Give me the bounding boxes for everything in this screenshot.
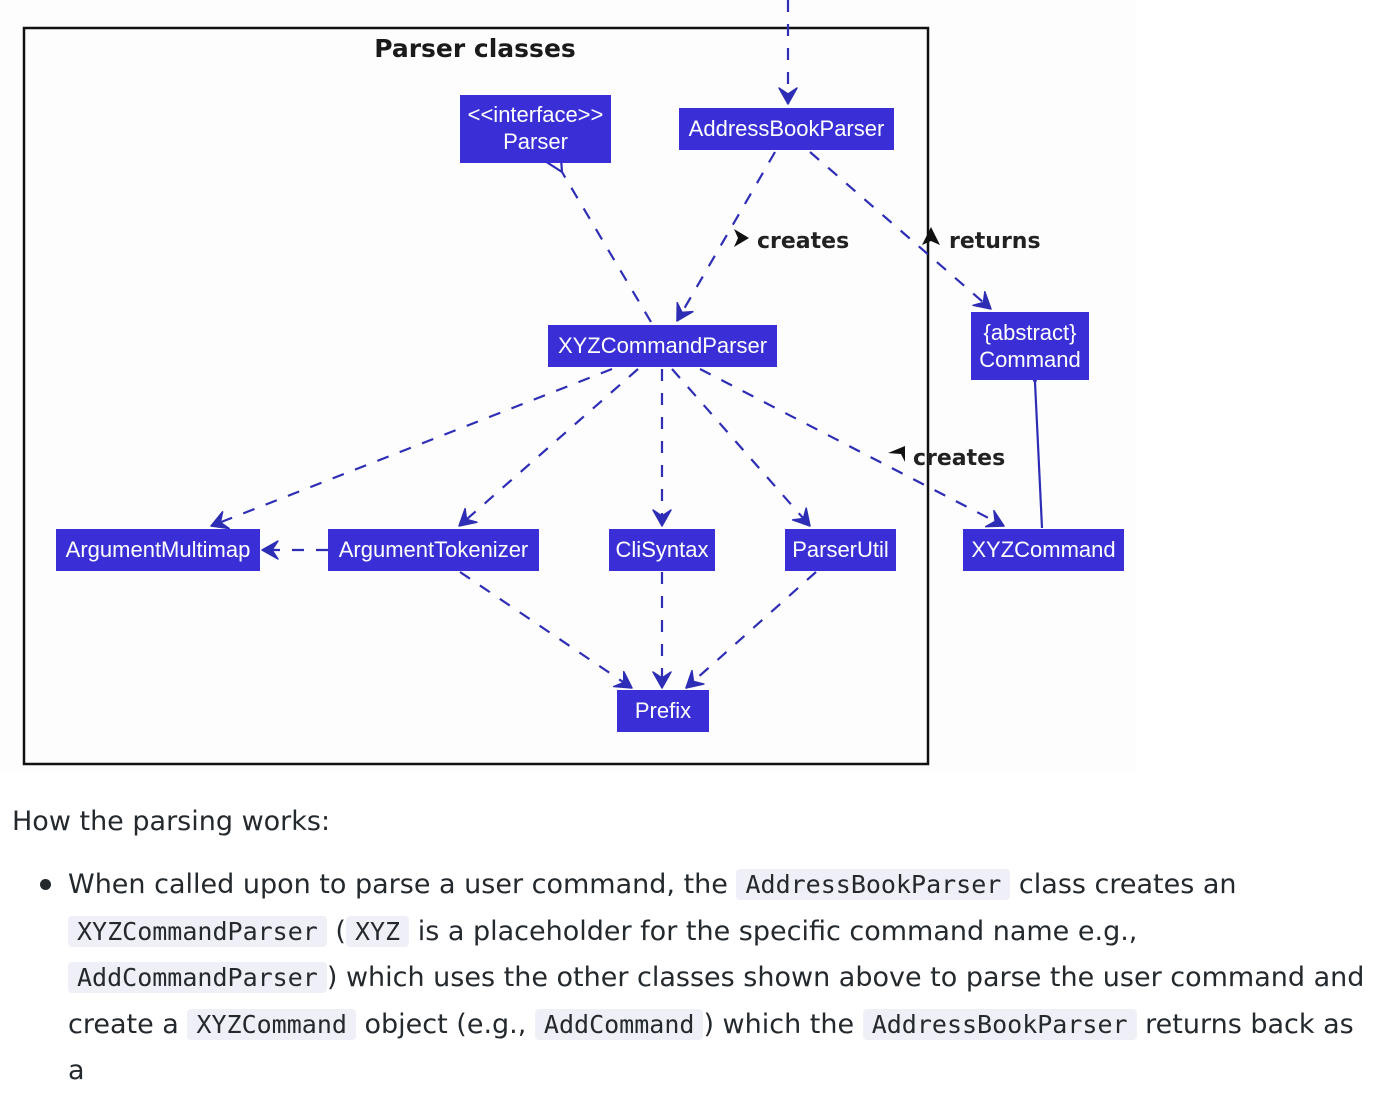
text-run: When called upon to parse a user command… xyxy=(68,869,737,900)
text-run: class creates an xyxy=(1010,869,1237,900)
class-xyz-command: XYZCommand xyxy=(963,529,1124,571)
inline-code: XYZCommandParser xyxy=(68,915,327,947)
class-name: ParserUtil xyxy=(792,537,889,562)
class-name: CliSyntax xyxy=(616,537,709,562)
edge-extends-command xyxy=(1020,356,1047,529)
text-run: is a placeholder for the specific comman… xyxy=(409,915,1138,947)
class-argument-tokenizer: ArgumentTokenizer xyxy=(328,529,539,571)
stereotype-label: <<interface>> xyxy=(468,102,604,127)
edge-label-creates: creates xyxy=(913,446,1005,471)
bullet-dot-icon xyxy=(40,879,51,890)
class-name: XYZCommand xyxy=(971,537,1115,562)
class-address-book-parser: AddressBookParser xyxy=(679,108,894,150)
parser-class-diagram: Parser classes creates returns creates <… xyxy=(22,0,1124,766)
edge-returns-command xyxy=(809,151,992,310)
inline-code: AddCommandParser xyxy=(68,962,327,993)
class-cli-syntax: CliSyntax xyxy=(609,529,715,571)
class-name: Parser xyxy=(503,129,568,154)
inline-code: AddressBookParser xyxy=(736,869,1011,900)
class-name: XYZCommandParser xyxy=(558,333,767,358)
class-parser-interface: <<interface>> Parser xyxy=(460,95,611,163)
class-argument-multimap: ArgumentMultimap xyxy=(56,529,260,571)
class-xyz-command-parser: XYZCommandParser xyxy=(548,325,777,367)
edge-to-argument-tokenizer xyxy=(458,368,639,527)
edge-tokenizer-to-prefix xyxy=(459,571,633,689)
bullet-list: When called upon to parse a user command… xyxy=(0,862,1384,1095)
stereotype-label: {abstract} xyxy=(984,320,1077,345)
class-prefix: Prefix xyxy=(617,690,709,732)
text-run: ) which the xyxy=(703,1008,863,1040)
class-name: ArgumentMultimap xyxy=(66,537,251,562)
edge-creates-parser xyxy=(676,151,776,322)
edge-label-returns: returns xyxy=(949,229,1041,254)
label-creates-parser: creates xyxy=(734,229,849,254)
label-returns-command: returns xyxy=(922,227,1041,254)
text-run: ) which uses the other classes shown abo… xyxy=(68,962,1365,1040)
class-name: ArgumentTokenizer xyxy=(339,537,529,562)
list-item: When called upon to parse a user command… xyxy=(0,862,1384,1095)
edge-label-creates: creates xyxy=(757,229,849,254)
inline-code: AddressBookParser xyxy=(862,1008,1137,1040)
inline-code: AddCommand xyxy=(534,1008,704,1040)
edge-realizes-parser xyxy=(538,144,652,323)
diagram-canvas: Parser classes creates returns creates <… xyxy=(22,0,1124,766)
text-run: returns back as a xyxy=(68,1008,1354,1087)
direction-arrow-icon xyxy=(922,227,940,245)
edge-to-argument-multimap xyxy=(210,367,613,530)
text-run: object (e.g., xyxy=(355,1008,535,1040)
inline-code: XYZ xyxy=(345,915,410,947)
package-frame xyxy=(22,26,930,766)
class-name: Prefix xyxy=(635,698,691,723)
direction-arrow-icon xyxy=(734,229,749,247)
edge-creates-xyzcommand xyxy=(699,368,1005,528)
frame-title: Parser classes xyxy=(374,34,576,63)
text-run: ( xyxy=(326,915,346,947)
section-intro: How the parsing works: xyxy=(12,806,331,837)
class-name: Command xyxy=(979,347,1080,372)
class-abstract-command: {abstract} Command xyxy=(971,312,1089,380)
class-name: AddressBookParser xyxy=(689,116,885,141)
edge-parserutil-to-prefix xyxy=(685,571,817,689)
class-parser-util: ParserUtil xyxy=(785,529,896,571)
label-creates-command: creates xyxy=(888,446,1005,471)
inline-code: XYZCommand xyxy=(187,1008,356,1040)
direction-arrow-icon xyxy=(888,446,905,462)
edge-to-parserutil xyxy=(671,368,811,527)
